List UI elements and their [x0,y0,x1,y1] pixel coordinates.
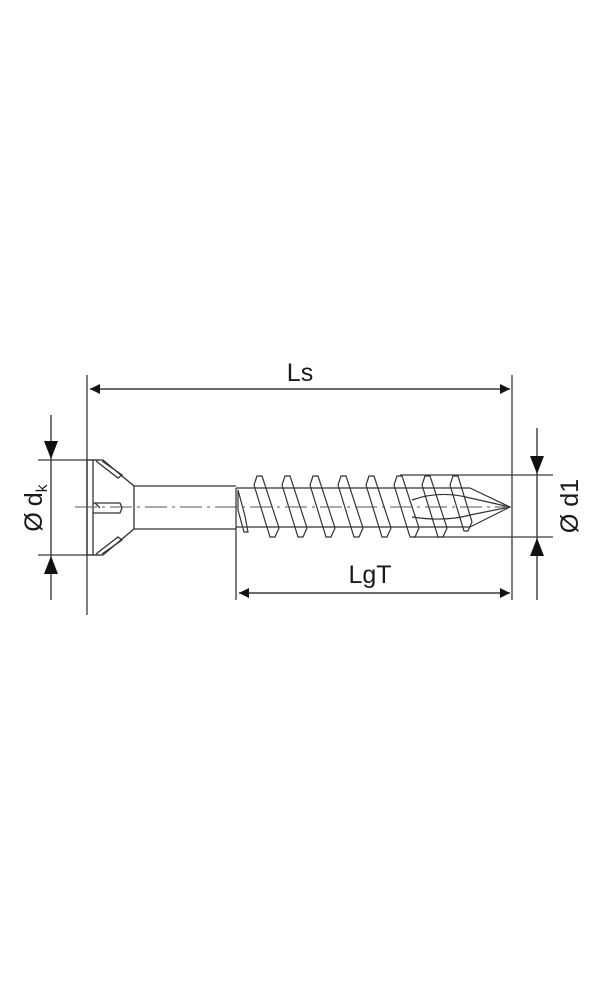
screw-shank [133,485,236,530]
lgt-label: LgT [348,561,391,589]
d1-dimension [530,428,544,600]
svg-text:Ødk: Ødk [20,483,51,531]
extension-lines [38,375,553,615]
ls-label: Ls [287,359,313,387]
dk-bottom-arrow [44,556,58,574]
dk-label: Ødk [20,483,51,531]
d1-bottom-arrow [530,538,544,556]
screw-thread [236,475,512,538]
svg-text:Ø d1: Ø d1 [556,479,584,533]
lgt-dimension: LgT [239,561,510,598]
d1-top-arrow [530,456,544,474]
ls-dimension: Ls [90,359,510,394]
dk-top-arrow [44,441,58,459]
dk-dimension [44,415,58,600]
d1-label: Ø d1 [556,479,584,533]
